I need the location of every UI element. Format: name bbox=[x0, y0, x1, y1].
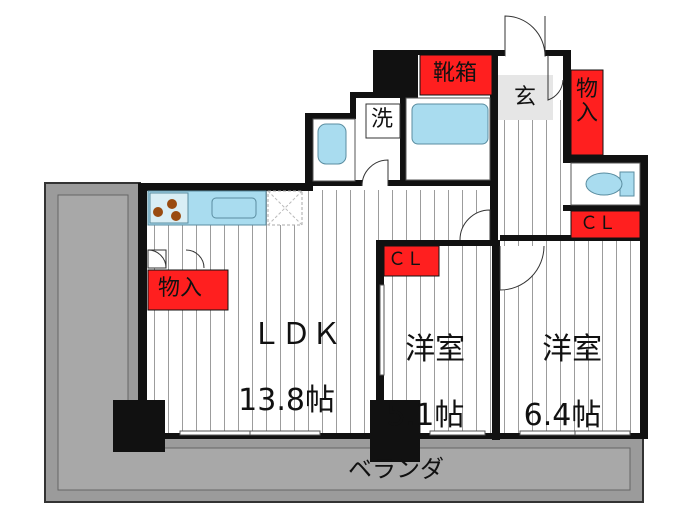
kitchen-counter bbox=[147, 190, 303, 226]
room-ldk-label: ＬＤＫ 13.8帖 bbox=[232, 290, 341, 446]
floor-hatch bbox=[148, 100, 640, 435]
balcony-label: ベランダ bbox=[348, 455, 444, 483]
washroom-label: 洗 bbox=[371, 107, 394, 132]
doors bbox=[147, 15, 564, 376]
room-ldk-size: 13.8帖 bbox=[238, 383, 335, 418]
closet-2-label: ＣＬ bbox=[580, 213, 616, 234]
room-western2-size: 6.4帖 bbox=[523, 398, 602, 433]
storage-blocks bbox=[147, 54, 641, 311]
entrance-label: 玄 bbox=[514, 85, 537, 110]
bath-fixtures bbox=[312, 97, 491, 182]
closet-1-label: ＣＬ bbox=[388, 249, 424, 270]
entrance-floor bbox=[498, 75, 553, 120]
room-ldk-name: ＬＤＫ bbox=[251, 317, 342, 352]
room-western1-label: 洋室 5.1帖 bbox=[386, 305, 465, 461]
storage-ldk-label: 物入 bbox=[158, 276, 203, 301]
shoe-box-label: 靴箱 bbox=[433, 61, 478, 86]
toilet-fixture bbox=[570, 162, 641, 206]
room-western2-name: 洋室 bbox=[542, 332, 603, 367]
storage-top-label: 物入 bbox=[576, 77, 599, 127]
windows bbox=[179, 430, 631, 436]
room-western1-name: 洋室 bbox=[405, 332, 466, 367]
walls bbox=[113, 50, 648, 462]
room-western1-size: 5.1帖 bbox=[386, 398, 465, 433]
room-western2-label: 洋室 6.4帖 bbox=[523, 305, 602, 461]
